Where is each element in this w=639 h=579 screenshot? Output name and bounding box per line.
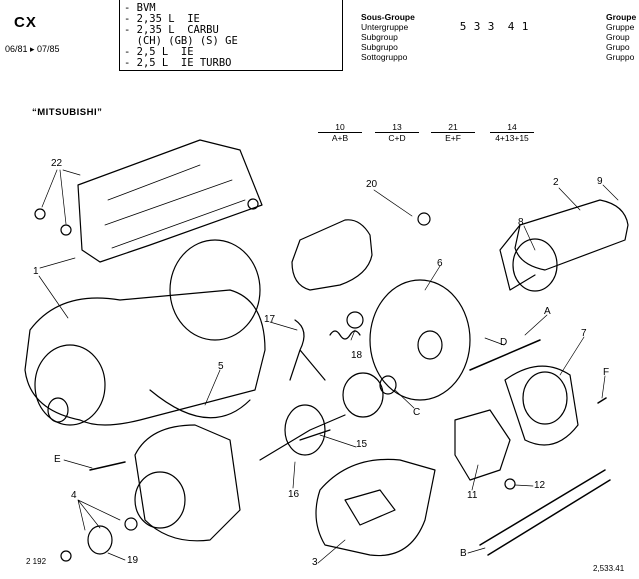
callout-9: 9	[597, 176, 603, 187]
heat-shield	[77, 139, 263, 263]
nut-12	[504, 478, 516, 490]
subgroup-label-es: Subgrupo	[361, 42, 398, 52]
callout-E: E	[54, 454, 61, 465]
code-digit: 4	[507, 20, 515, 33]
stop-ring	[124, 517, 138, 531]
ref-top: 10	[335, 122, 345, 132]
brand-label: “MITSUBISHI”	[32, 107, 103, 118]
subgroup-label-en: Subgroup	[361, 32, 398, 42]
ref-group-1: 10 A+B	[318, 122, 362, 143]
callout-3: 3	[312, 557, 318, 568]
ref-bottom: A+B	[318, 132, 362, 143]
planetary-gear	[512, 238, 558, 292]
callout-22: 22	[51, 158, 63, 169]
ref-group-3: 21 E+F	[431, 122, 475, 143]
spring	[329, 330, 361, 340]
callout-D: D	[500, 337, 508, 348]
code-digit: 5	[459, 20, 467, 33]
pinion-shaft	[259, 414, 346, 461]
callout-A: A	[544, 306, 551, 317]
engine-line-5: - 2,5 L IE	[124, 46, 194, 58]
ref-bottom: 4+13+15	[490, 132, 534, 143]
engine-line-2: - 2,35 L IE	[124, 13, 200, 25]
engine-line-4: (CH) (GB) (S) GE	[124, 35, 238, 47]
through-bolts	[479, 469, 611, 556]
callout-15: 15	[356, 439, 368, 450]
ref-bottom: C+D	[375, 132, 419, 143]
front-bracket	[134, 424, 241, 542]
rear-cover	[315, 458, 436, 557]
ref-bottom: E+F	[431, 132, 475, 143]
callout-B: B	[460, 548, 467, 559]
callout-6: 6	[437, 258, 443, 269]
pinion-4	[87, 525, 113, 555]
ref-top: 21	[448, 122, 458, 132]
engine-line-3: - 2,35 L CARBU	[124, 24, 219, 36]
bolt-22b	[60, 224, 72, 236]
group-label-en: Group	[606, 32, 630, 42]
callout-F: F	[603, 367, 610, 378]
callout-4: 4	[71, 490, 77, 501]
callout-18: 18	[351, 350, 363, 361]
group-label-fr: Groupe	[606, 12, 637, 22]
code-digit: 3	[487, 20, 495, 33]
ref-top: 13	[392, 122, 402, 132]
yoke	[504, 365, 579, 446]
subgroup-label-it: Sottogruppo	[361, 52, 408, 62]
engine-line-1: - BVM	[124, 2, 156, 14]
page-ref: 2,533.41	[593, 564, 625, 573]
center-housing	[369, 279, 471, 401]
ref-group-2: 13 C+D	[375, 122, 419, 143]
callout-5: 5	[218, 361, 224, 372]
callout-19: 19	[127, 555, 139, 566]
callout-20: 20	[366, 179, 378, 190]
callout-17: 17	[264, 314, 276, 325]
engine-line-6: - 2,5 L IE TURBO	[124, 57, 232, 69]
bolt-a	[469, 339, 541, 371]
pinion	[47, 397, 69, 423]
callout-C: C	[413, 407, 421, 418]
armature	[514, 199, 629, 271]
bolt-22a	[34, 208, 46, 220]
ref-group-4: 14 4+13+15	[490, 122, 534, 143]
callout-11: 11	[467, 490, 478, 501]
drive-housing	[34, 344, 106, 426]
code-digit: 3	[473, 20, 481, 33]
callout-12: 12	[534, 480, 546, 491]
ref-top: 14	[507, 122, 517, 132]
subgroup-label-de: Untergruppe	[361, 22, 409, 32]
retainer	[346, 311, 364, 329]
callout-1: 1	[33, 266, 39, 277]
clip-19	[60, 550, 72, 562]
starter-body	[24, 289, 266, 426]
reduction-gear	[342, 372, 384, 418]
model-code: CX	[14, 14, 37, 31]
group-label-de: Gruppe	[606, 22, 635, 32]
solenoid	[291, 219, 373, 291]
bolt-22c	[247, 198, 259, 210]
group-label-es: Grupo	[606, 42, 630, 52]
drawing-ref: 2 192	[26, 557, 47, 566]
production-dates: 06/81 ▸ 07/85	[5, 44, 60, 54]
engine-box	[119, 0, 343, 71]
callout-2: 2	[553, 177, 559, 188]
solenoid-nut	[417, 212, 431, 226]
screw-f	[597, 397, 607, 404]
group-label-it: Gruppo	[606, 52, 635, 62]
code-digit: 1	[521, 20, 529, 33]
shift-lever	[289, 319, 326, 381]
callout-8: 8	[518, 217, 524, 228]
callout-7: 7	[581, 328, 587, 339]
subgroup-label-fr: Sous-Groupe	[361, 12, 415, 22]
screw-e	[89, 461, 126, 471]
callout-16: 16	[288, 489, 300, 500]
brush-holder	[454, 409, 511, 481]
